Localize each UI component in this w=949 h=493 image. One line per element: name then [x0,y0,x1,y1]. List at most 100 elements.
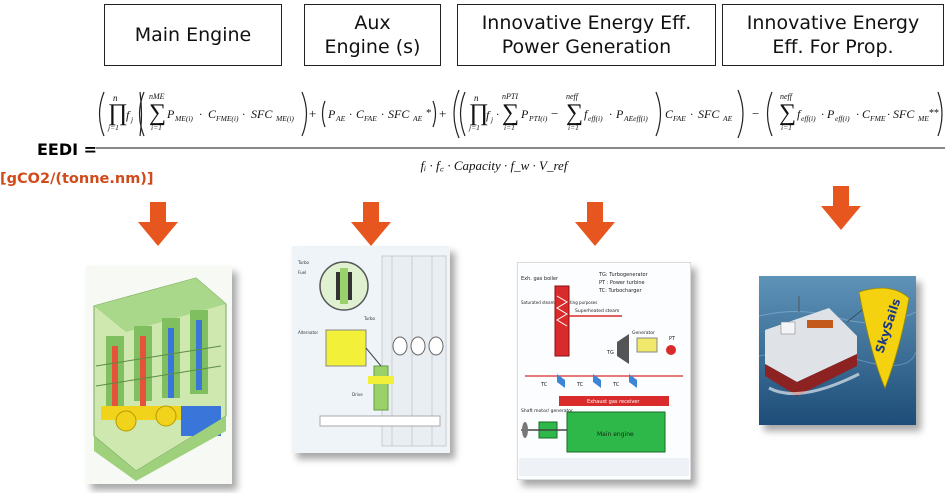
svg-text:∑: ∑ [779,100,796,126]
svg-text:neff: neff [780,92,794,101]
svg-text:TC: Turbocharger: TC: Turbocharger [598,288,642,294]
svg-text:AE: AE [335,114,346,123]
svg-text:∏: ∏ [108,100,128,126]
svg-text:C: C [665,107,674,121]
svg-text:·: · [199,107,202,121]
svg-text:i=1: i=1 [568,123,579,132]
svg-text:FME: FME [869,114,886,123]
svg-text:PTI(i): PTI(i) [528,114,548,123]
svg-text:FME(i): FME(i) [215,114,239,123]
power-generation-image: TG: Turbogenerator PT : Power turbine TC… [517,262,691,480]
svg-text:FAE: FAE [363,114,377,123]
svg-text:∑: ∑ [502,100,519,126]
svg-text:·: · [856,107,859,121]
eedi-unit: [gCO2/(tonne.nm)] [0,171,154,187]
svg-text:f: f [584,107,589,121]
svg-text:·: · [887,107,890,121]
svg-text:f: f [486,108,491,122]
svg-text:∏: ∏ [469,100,489,126]
svg-text:+: + [309,106,316,121]
svg-text:f: f [126,108,131,122]
svg-text:P: P [327,107,336,121]
svg-text:Drive: Drive [352,392,363,397]
arrow-down-icon [575,202,615,246]
svg-text:Exh. gas boiler: Exh. gas boiler [521,276,559,282]
svg-text:P: P [615,107,624,121]
svg-text:TG: Turbogenerator: TG: Turbogenerator [598,272,649,278]
eedi-formula: n ∏ j=1 f j nME ∑ i=1 P ME(i) · C FME(i)… [96,89,945,173]
svg-text:j: j [490,115,493,124]
svg-text:·: · [349,107,352,121]
svg-text:∑: ∑ [149,100,166,126]
svg-text:+: + [439,106,446,121]
svg-text:P: P [166,107,175,121]
svg-text:·: · [496,107,499,121]
svg-text:j=1: j=1 [468,123,480,132]
svg-text:Alternator: Alternator [298,330,318,335]
main-engine-image [86,266,232,484]
svg-text:j=1: j=1 [107,123,119,132]
aux-engine-image: Turbo Fuel Alternator Turbo Drive [292,246,450,453]
eedi-label: EEDI = [37,140,98,159]
svg-text:i=1: i=1 [504,123,515,132]
svg-text:−: − [551,106,558,121]
svg-text:FAE: FAE [672,114,686,123]
svg-text:fᵢ · f꜀ · Capacity · f_w · V_r: fᵢ · f꜀ · Capacity · f_w · V_ref [421,158,570,173]
svg-text:AE: AE [412,114,423,123]
svg-text:·: · [609,107,612,121]
skysails-ship-image: SkySails [759,276,916,425]
svg-text:SFC: SFC [698,107,720,121]
svg-text:·: · [381,107,384,121]
svg-text:TG: TG [606,350,614,356]
svg-text:n: n [113,93,118,103]
arrow-down-icon [138,202,178,246]
svg-text:TC: TC [576,382,584,388]
svg-text:nPTI: nPTI [502,92,518,101]
svg-text:*: * [426,107,432,119]
svg-text:Generator: Generator [632,330,655,336]
svg-text:Main engine: Main engine [597,431,634,438]
svg-text:ME: ME [917,114,929,123]
svg-text:·: · [242,107,245,121]
svg-text:i=1: i=1 [151,123,162,132]
svg-text:eff(i): eff(i) [835,114,850,123]
svg-text:TC: TC [612,382,620,388]
svg-text:f: f [797,107,802,121]
svg-text:**: ** [929,108,939,119]
header-aux-engine: Aux Engine (s) [304,4,441,66]
svg-text:Superheated steam: Superheated steam [575,308,619,314]
svg-text:SFC: SFC [893,107,915,121]
header-propulsion: Innovative Energy Eff. For Prop. [722,4,944,66]
svg-text:P: P [826,107,835,121]
svg-text:Exhaust gas receiver: Exhaust gas receiver [587,399,640,405]
svg-text:Turbo: Turbo [297,260,310,265]
svg-text:neff: neff [566,92,580,101]
svg-text:C: C [356,107,365,121]
svg-text:SFC: SFC [251,107,273,121]
svg-text:TC: TC [540,382,548,388]
header-power-generation: Innovative Energy Eff. Power Generation [457,4,716,66]
svg-text:i=1: i=1 [781,123,792,132]
svg-text:P: P [520,107,529,121]
svg-text:ME(i): ME(i) [275,114,294,123]
svg-text:n: n [474,93,479,103]
svg-text:AEeff(i): AEeff(i) [623,114,648,123]
svg-text:Fuel: Fuel [298,270,306,275]
arrow-down-icon [821,186,861,230]
svg-text:PT : Power turbine: PT : Power turbine [599,280,645,286]
svg-text:·: · [821,107,824,121]
svg-text:eff(i): eff(i) [801,114,816,123]
svg-text:eff(i): eff(i) [588,114,603,123]
header-main-engine: Main Engine [104,4,282,66]
svg-text:nME: nME [149,92,165,101]
arrow-down-icon [351,202,391,246]
svg-text:∑: ∑ [566,100,583,126]
svg-text:PT: PT [669,336,676,342]
svg-text:−: − [752,106,759,121]
svg-text:j: j [130,115,133,124]
svg-text:AE: AE [722,114,733,123]
svg-text:Shaft motor/ generator: Shaft motor/ generator [521,408,573,414]
svg-text:C: C [208,107,217,121]
svg-text:SFC: SFC [388,107,410,121]
svg-text:·: · [690,107,693,121]
